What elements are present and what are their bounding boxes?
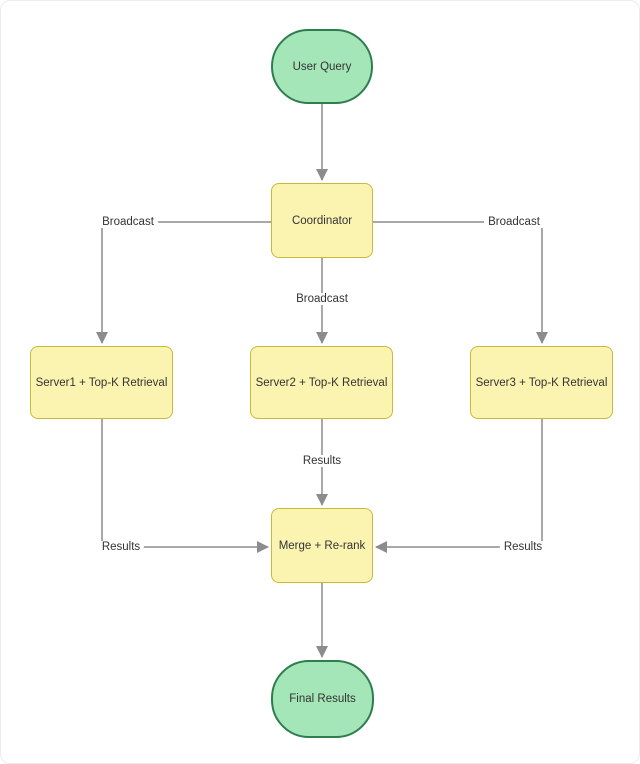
edge-label-server3-to-merge: Results: [499, 541, 547, 553]
edge-server1-to-merge: [101, 419, 269, 553]
edge-server3-to-merge: [375, 419, 543, 553]
node-label-user-query: User Query: [292, 60, 352, 73]
node-label-merge: Merge + Re-rank: [278, 539, 366, 552]
node-final-results: Final Results: [271, 660, 374, 738]
node-label-server3: Server3 + Top-K Retrieval: [475, 376, 608, 389]
node-server1: Server1 + Top-K Retrieval: [30, 346, 173, 419]
node-server2: Server2 + Top-K Retrieval: [250, 346, 393, 419]
edge-label-server2-to-merge: Results: [298, 455, 346, 467]
node-user-query: User Query: [271, 29, 373, 104]
node-label-server2: Server2 + Top-K Retrieval: [255, 376, 388, 389]
edge-coordinator-to-server1: [96, 221, 271, 344]
node-merge: Merge + Re-rank: [271, 508, 373, 583]
edge-label-coordinator-to-server1: Broadcast: [98, 216, 158, 228]
node-label-coordinator: Coordinator: [291, 214, 353, 227]
node-label-server1: Server1 + Top-K Retrieval: [35, 376, 168, 389]
node-label-final-results: Final Results: [289, 693, 356, 705]
node-server3: Server3 + Top-K Retrieval: [470, 346, 613, 419]
edge-label-coordinator-to-server3: Broadcast: [484, 216, 544, 228]
node-coordinator: Coordinator: [271, 183, 373, 258]
edge-label-coordinator-to-server2: Broadcast: [292, 293, 352, 305]
edge-label-server1-to-merge: Results: [97, 541, 145, 553]
edge-coordinator-to-server3: [373, 221, 548, 344]
